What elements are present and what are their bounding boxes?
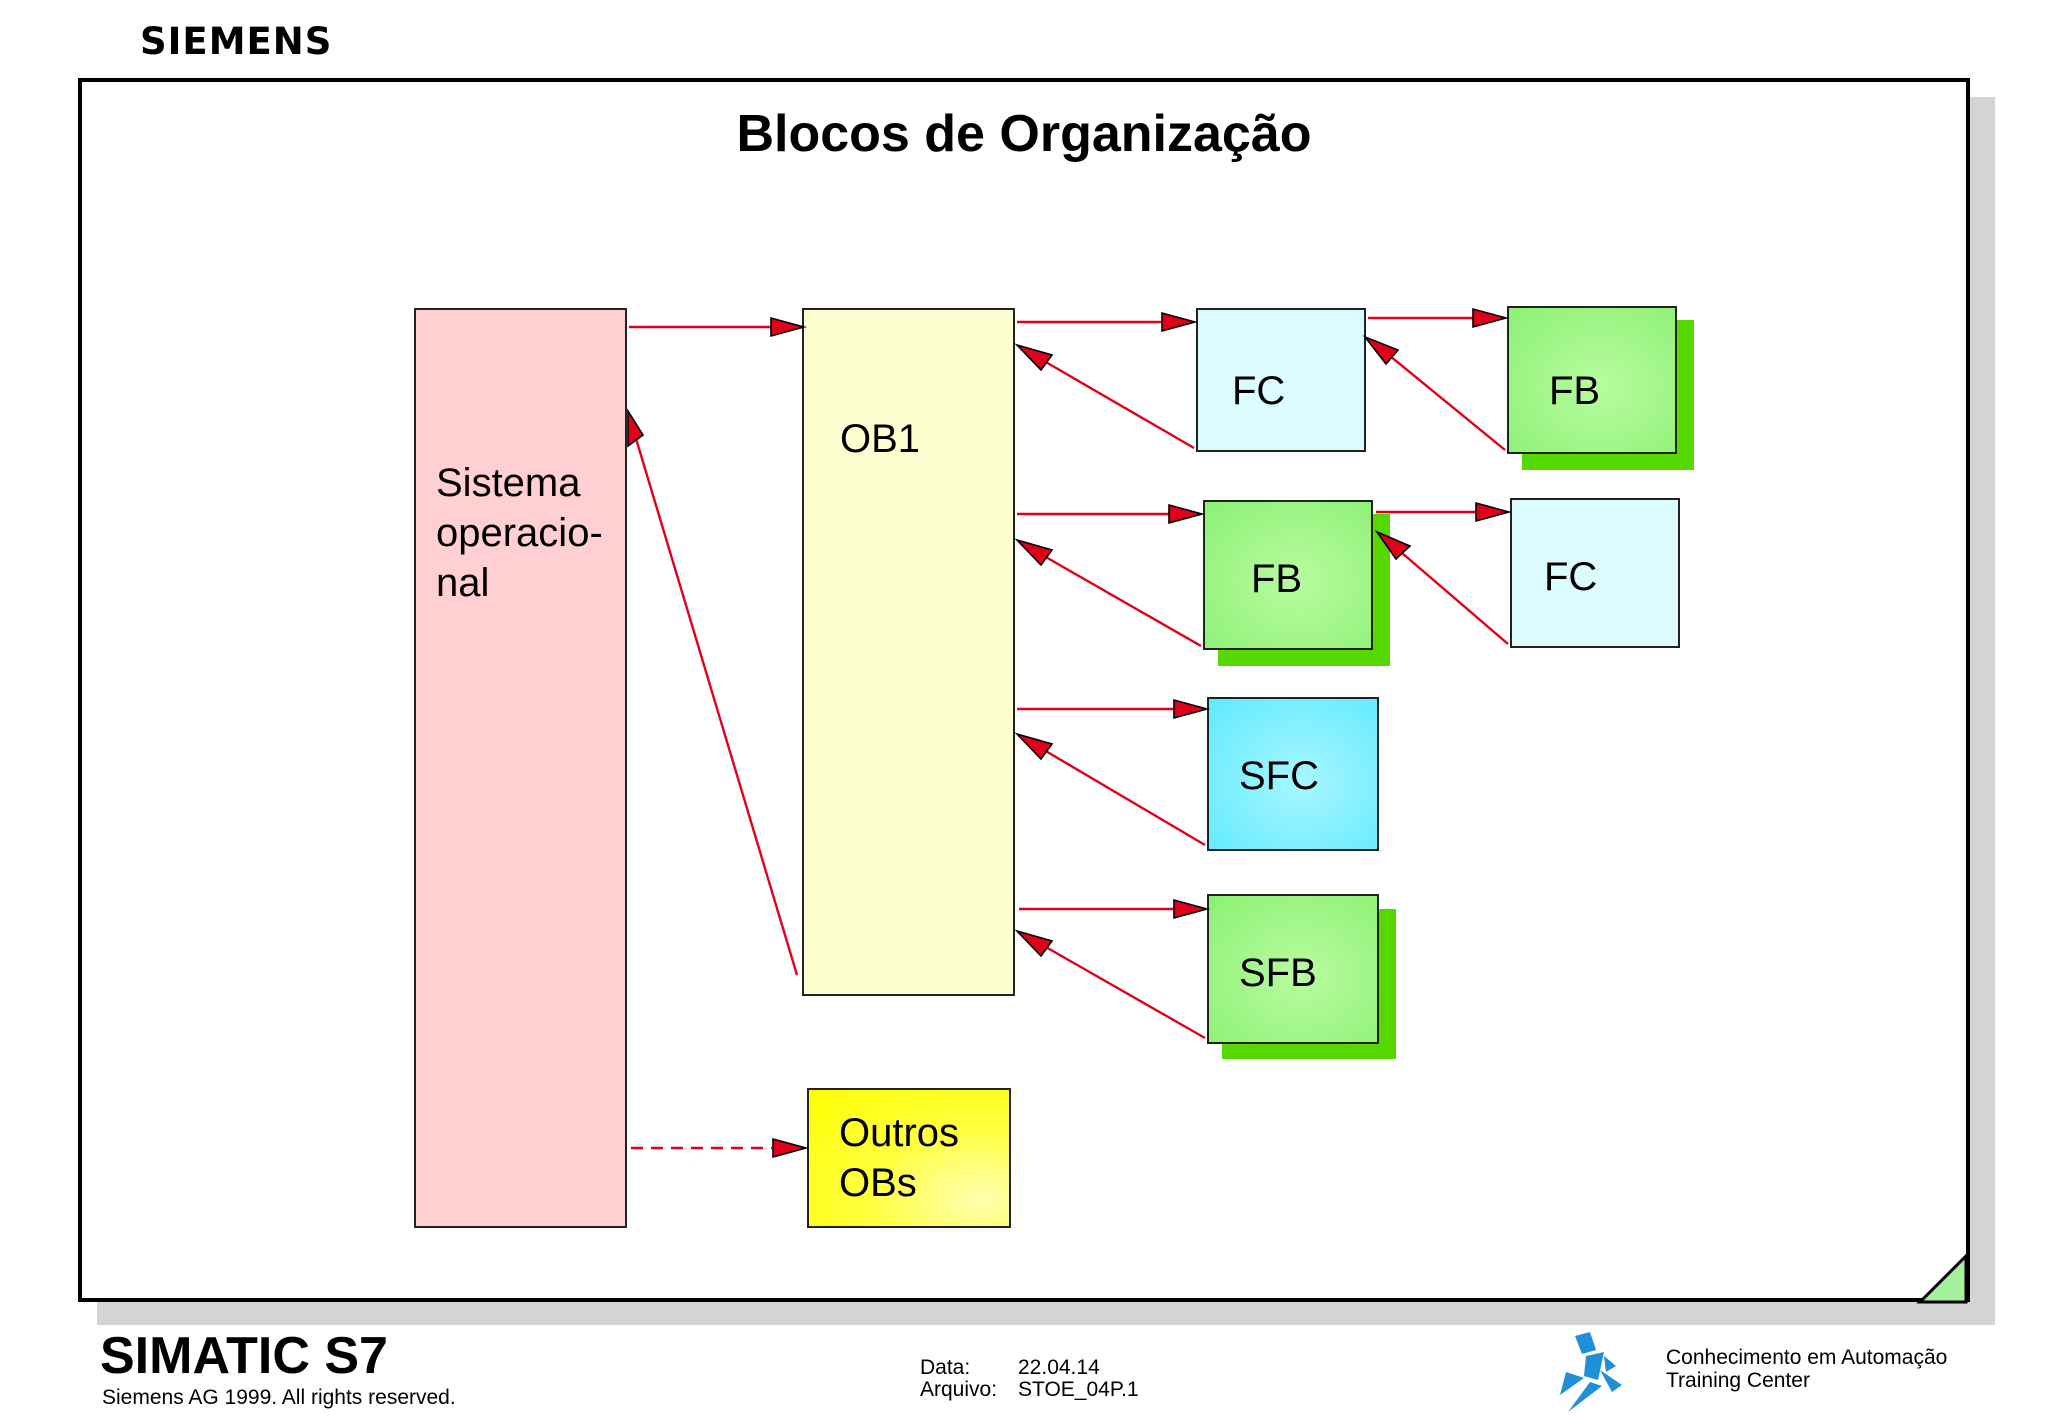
file-value: STOE_04P.1 [1018,1378,1139,1401]
product-name: SIMATIC S7 [100,1327,388,1385]
fc-block-mid: FC [1510,498,1680,648]
fc-block-top: FC [1196,308,1366,452]
slide-frame [78,78,1970,1302]
sistema-label-line1: Sistema [436,461,581,505]
date-label: Data: [920,1356,971,1379]
fb-block-top: FB [1507,306,1677,454]
page-title: Blocos de Organização [736,105,1312,163]
fb-block-mid: FB [1203,500,1373,650]
sistema-operacional-block: Sistema operacio- nal [414,308,627,1228]
siemens-logo: SIEMENS [140,20,333,63]
sistema-label-line2: operacio- [436,511,603,555]
arrow-fb-return [1389,355,1506,451]
arrow-fc-mid-return [1401,552,1509,645]
arrow-ob1-return [632,431,799,976]
outros-label-line1: Outros [839,1111,960,1155]
arrow-sfc-return [1043,748,1206,847]
arrow-sfb-return [1043,944,1206,1040]
fc-mid-label: FC [1544,555,1598,599]
date-value: 22.04.14 [1018,1356,1100,1379]
sistema-label-line3: nal [436,561,490,605]
outros-label-line2: OBs [839,1161,917,1205]
ob1-block: OB1 [802,308,1015,996]
arrow-fb-mid-return [1043,554,1202,648]
training-center-text: Conhecimento em Automação Training Cente… [1666,1346,1947,1392]
sfb-block: SFB [1207,894,1379,1044]
copyright: Siemens AG 1999. All rights reserved. [102,1386,456,1409]
fc-top-label: FC [1232,369,1286,413]
outros-obs-block: Outros OBs [807,1088,1011,1228]
fb-mid-label: FB [1251,557,1303,601]
brand-line1: Conhecimento em Automação [1666,1346,1948,1369]
fb-top-label: FB [1549,369,1601,413]
ob1-label: OB1 [840,417,921,461]
arrow-fc-return [1043,359,1195,450]
file-label: Arquivo: [920,1378,998,1401]
brand-line2: Training Center [1666,1369,1810,1393]
sfb-label: SFB [1239,951,1317,995]
sfc-block: SFC [1207,697,1379,851]
sfc-label: SFC [1239,754,1319,798]
